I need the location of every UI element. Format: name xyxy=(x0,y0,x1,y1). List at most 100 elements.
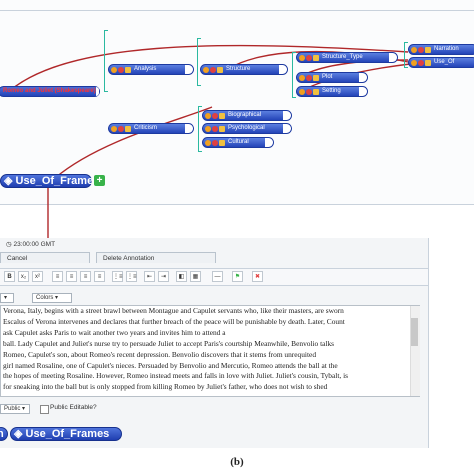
folder-icon xyxy=(313,54,319,61)
bold-button[interactable]: B xyxy=(4,271,15,282)
tag-icon xyxy=(425,46,431,53)
info-icon xyxy=(306,54,312,61)
indent-button[interactable]: ⇥ xyxy=(158,271,169,282)
chevron-down-icon[interactable] xyxy=(359,73,367,82)
chevron-down-icon[interactable] xyxy=(265,138,273,147)
flag-button[interactable]: ⚑ xyxy=(232,271,243,282)
gear-icon xyxy=(203,66,209,73)
gear-icon xyxy=(299,74,305,81)
node-label: Biographical xyxy=(228,112,262,118)
public-editable-checkbox[interactable] xyxy=(40,405,49,414)
node-psychological[interactable]: Psychological xyxy=(202,123,292,134)
node-analysis[interactable]: Analysis xyxy=(108,64,194,75)
node-label: Cultural xyxy=(228,139,249,145)
horizontal-rule-button[interactable]: — xyxy=(212,271,223,282)
info-icon xyxy=(212,139,218,146)
node-label: Plot xyxy=(322,74,333,80)
chevron-down-icon[interactable] xyxy=(95,87,99,96)
use-of-frames-tag-label: Use_Of_Frames xyxy=(25,428,110,440)
text-line: ball. Lady Capulet and Juliet's nurse tr… xyxy=(3,338,335,348)
outdent-button[interactable]: ⇤ xyxy=(144,271,155,282)
formatting-toolbar: B x₂ x² ≡ ≡ ≡ ≡ ⋮≡ ⋮≡ ⇤ ⇥ ◧ ▦ — ⚑ ✖ xyxy=(0,268,428,286)
chevron-down-icon[interactable] xyxy=(185,124,193,133)
group-bracket xyxy=(104,30,108,92)
tag-icon xyxy=(219,139,225,146)
divider xyxy=(0,204,474,205)
editor-tabs: Cancel Delete Annotation xyxy=(0,252,428,264)
format-select[interactable]: ▾ xyxy=(0,293,14,303)
use-of-frames-node[interactable]: ◈ Use_Of_Frames xyxy=(0,174,99,188)
gear-icon xyxy=(205,112,211,119)
justify-button[interactable]: ≡ xyxy=(94,271,105,282)
info-icon xyxy=(118,125,124,132)
chevron-down-icon[interactable] xyxy=(389,53,397,62)
timestamp-text: 23:00:00 GMT xyxy=(13,241,56,248)
tag-icon xyxy=(219,125,225,132)
delete-annotation-button[interactable]: Delete Annotation xyxy=(96,252,216,263)
node-plot[interactable]: Plot xyxy=(296,72,368,83)
gear-icon xyxy=(205,125,211,132)
text-line: girl named Rosaline, one of Capulet's ni… xyxy=(3,360,338,370)
node-biographical[interactable]: Biographical xyxy=(202,110,292,121)
mindmap-canvas[interactable] xyxy=(0,0,474,205)
chevron-down-icon[interactable] xyxy=(185,65,193,74)
chevron-down-icon[interactable] xyxy=(279,65,287,74)
divider xyxy=(0,10,474,11)
info-icon xyxy=(418,59,424,66)
chevron-down-icon[interactable] xyxy=(283,124,291,133)
group-bracket xyxy=(292,52,296,98)
node-use-of[interactable]: Use_Of xyxy=(408,57,474,68)
cancel-button[interactable]: Cancel xyxy=(0,252,90,263)
node-structure-type[interactable]: Structure_Type xyxy=(296,52,398,63)
table-button[interactable]: ▦ xyxy=(190,271,201,282)
info-icon xyxy=(306,74,312,81)
node-criticism[interactable]: Criticism xyxy=(108,123,194,134)
unordered-list-button[interactable]: ⋮≡ xyxy=(126,271,137,282)
node-setting[interactable]: Setting xyxy=(296,86,368,97)
node-structure[interactable]: Structure xyxy=(200,64,288,75)
figure-caption: (b) xyxy=(230,456,244,468)
gear-icon xyxy=(205,139,211,146)
node-label: Setting xyxy=(322,88,341,94)
remove-format-button[interactable]: ✖ xyxy=(252,271,263,282)
tag-icon xyxy=(219,112,225,119)
info-icon xyxy=(210,66,216,73)
colors-select[interactable]: Colors ▾ xyxy=(32,293,72,303)
gear-icon xyxy=(299,88,305,95)
info-icon xyxy=(306,88,312,95)
align-center-button[interactable]: ≡ xyxy=(66,271,77,282)
node-narration[interactable]: Narration xyxy=(408,44,474,55)
node-label: Analysis xyxy=(134,66,157,72)
root-node[interactable]: Romeo and Juliet (Shakespeare) xyxy=(0,86,100,97)
annotation-text-area[interactable]: Verona, Italy, begins with a street braw… xyxy=(0,305,420,397)
gear-icon xyxy=(411,46,417,53)
public-editable-label: Public Editable? xyxy=(50,404,97,411)
link-root-narration xyxy=(3,44,409,97)
root-node-label: Romeo and Juliet (Shakespeare) xyxy=(3,88,96,94)
text-line: Romeo, Capulet's son, about Romeo's rece… xyxy=(3,349,317,359)
node-cultural[interactable]: Cultural xyxy=(202,137,274,148)
use-of-frames-label: Use_Of_Frames xyxy=(15,175,100,187)
use-of-frames-tag[interactable]: ◈ Use_Of_Frames xyxy=(10,427,122,441)
scrollbar[interactable] xyxy=(410,306,420,396)
colors-select-value: Colors xyxy=(36,295,54,301)
text-line: ask Capulet asks Paris to wait another t… xyxy=(3,327,226,337)
add-node-button[interactable]: + xyxy=(94,175,105,186)
align-left-button[interactable]: ≡ xyxy=(52,271,63,282)
image-button[interactable]: ◧ xyxy=(176,271,187,282)
visibility-select[interactable]: Public ▾ xyxy=(0,404,30,414)
gear-icon xyxy=(411,59,417,66)
subscript-button[interactable]: x₂ xyxy=(18,271,29,282)
scrollbar-thumb[interactable] xyxy=(411,318,418,346)
text-line: for sneaking into the ball but is only s… xyxy=(3,382,328,392)
timestamp: ◷ 23:00:00 GMT xyxy=(6,240,55,248)
ordered-list-button[interactable]: ⋮≡ xyxy=(112,271,123,282)
align-right-button[interactable]: ≡ xyxy=(80,271,91,282)
chevron-down-icon[interactable] xyxy=(283,111,291,120)
superscript-button[interactable]: x² xyxy=(32,271,43,282)
group-bracket xyxy=(404,42,408,68)
chevron-down-icon[interactable] xyxy=(359,87,367,96)
link-criticism-frames xyxy=(54,106,213,179)
gear-icon xyxy=(111,125,117,132)
info-icon xyxy=(212,125,218,132)
